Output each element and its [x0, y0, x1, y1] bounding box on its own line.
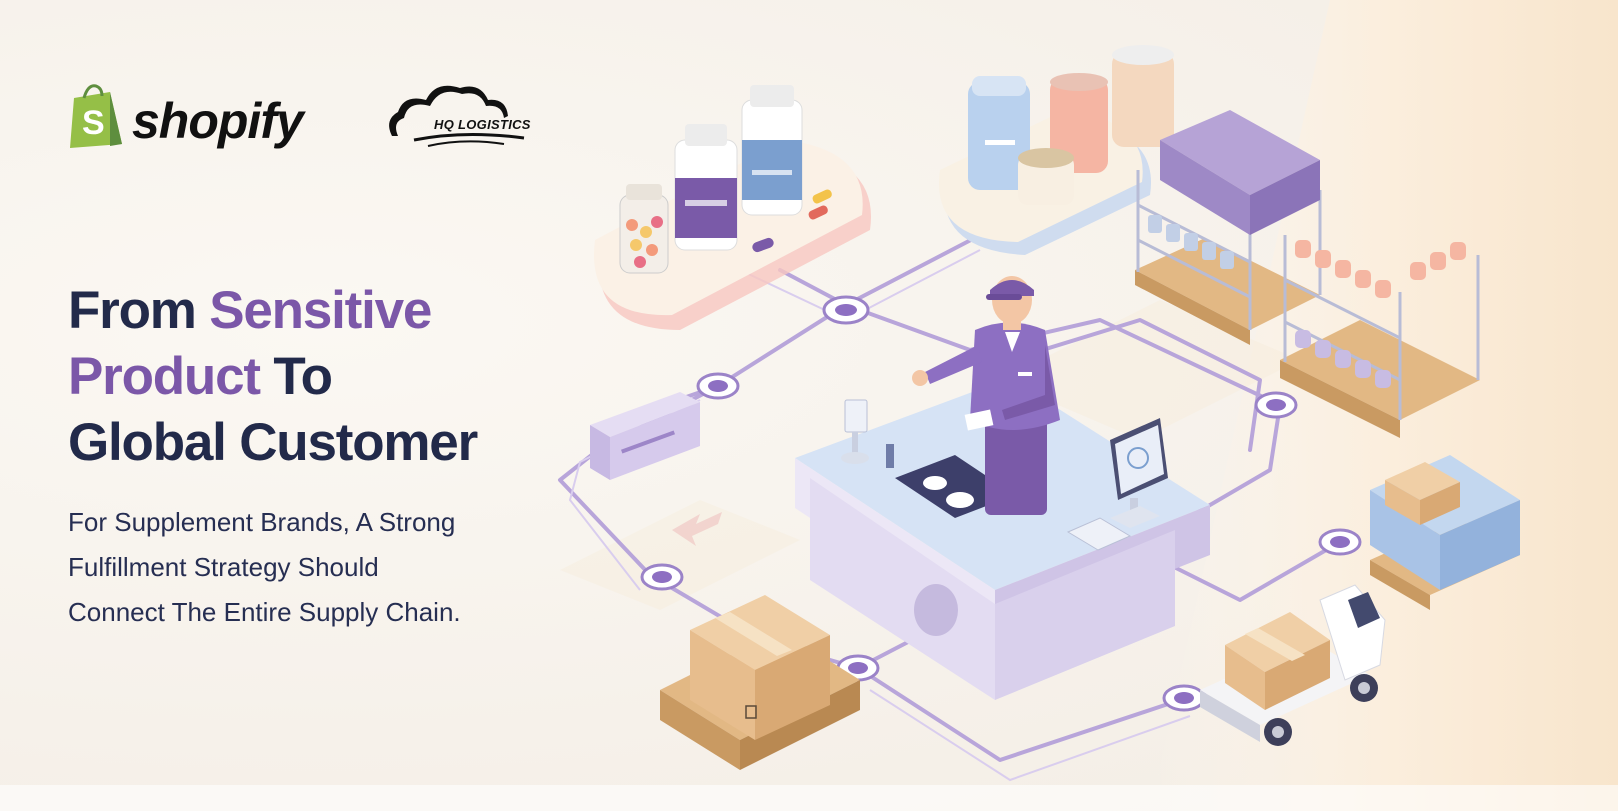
shopify-wordmark: shopify — [132, 93, 304, 149]
supplement-platform — [593, 85, 871, 330]
computer-monitor-icon — [1110, 418, 1168, 528]
supplement-bottle-icon — [674, 124, 738, 251]
headline-line1: From Sensitive — [68, 281, 432, 340]
arrow-icon — [672, 512, 722, 546]
partner-logos: S shopify HQ LOGISTICS — [66, 80, 546, 160]
worker-figure-icon — [912, 276, 1060, 515]
shipping-box-icon — [1370, 455, 1520, 610]
warehouse-shelf-icon — [1135, 110, 1322, 345]
headline-line2: Product To — [68, 347, 333, 406]
subheadline-line2: Fulfillment Strategy Should — [68, 552, 379, 582]
supplement-bottle-icon — [619, 184, 669, 274]
warehouse-shelf-icon — [1280, 235, 1480, 438]
shopify-bag-icon: S — [70, 84, 122, 148]
cloud-logo-icon — [389, 85, 525, 147]
headline-line3: Global Customer — [68, 413, 478, 472]
headline: From Sensitive Product To Global Custome… — [68, 278, 568, 476]
ingredients-platform — [938, 45, 1174, 255]
label-printer-icon — [590, 392, 700, 480]
subheadline-line1: For Supplement Brands, A Strong — [68, 507, 456, 537]
supplement-bottle-icon — [741, 85, 803, 216]
svg-text:S: S — [82, 104, 105, 142]
subheadline: For Supplement Brands, A Strong Fulfillm… — [68, 500, 538, 635]
shipping-box-icon — [660, 595, 860, 770]
hq-logistics-wordmark: HQ LOGISTICS — [434, 117, 531, 132]
subheadline-line3: Connect The Entire Supply Chain. — [68, 597, 461, 627]
delivery-truck-icon — [1200, 584, 1386, 746]
